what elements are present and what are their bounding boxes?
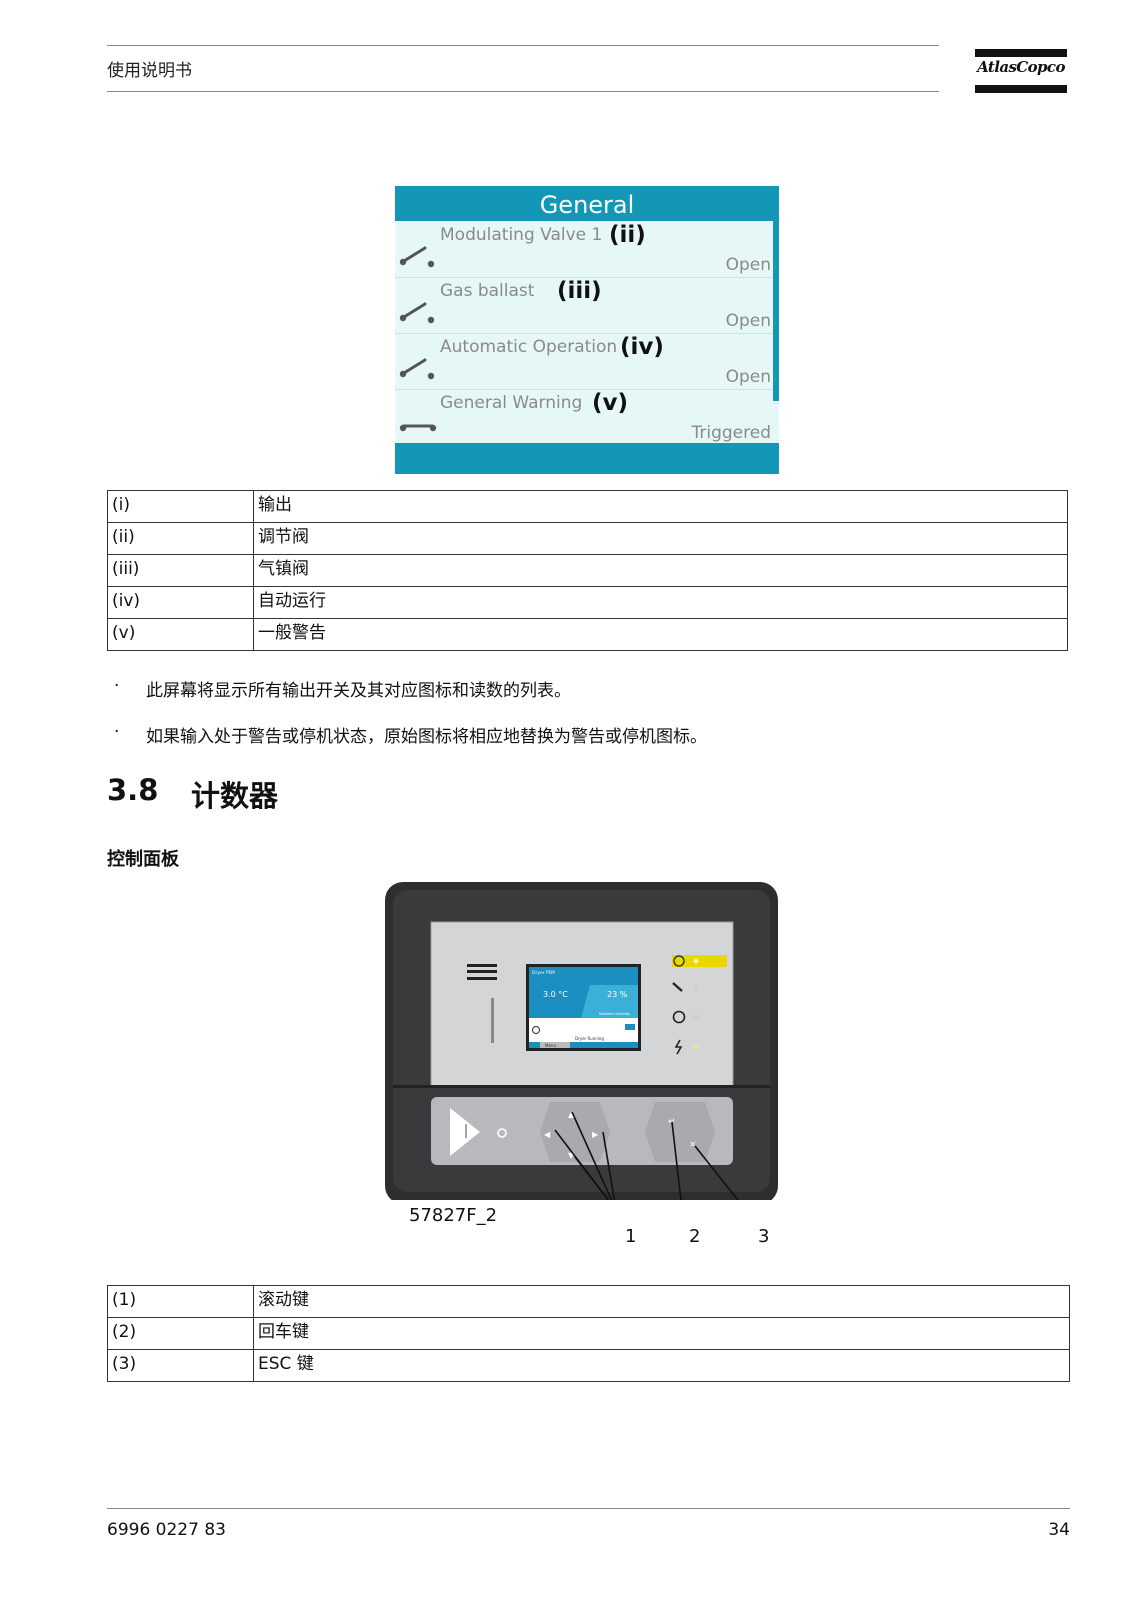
svg-text:▼: ▼ — [568, 1151, 575, 1160]
subheading-control-panel: 控制面板 — [107, 849, 179, 870]
table-row: (ii)调节阀 — [107, 522, 1068, 555]
general-screen-figure: General Modulating Valve 1 (ii) Open Gas… — [395, 186, 779, 474]
switch-open-icon — [399, 246, 435, 268]
svg-text:↵: ↵ — [668, 1117, 676, 1127]
footer-page-number: 34 — [1048, 1520, 1070, 1540]
table-row: (3)ESC 键 — [107, 1349, 1070, 1382]
atlas-copco-logo: AtlasCopco — [975, 49, 1067, 93]
screen-row: General Warning (v) Triggered — [395, 390, 773, 445]
row-marker: (ii) — [609, 222, 646, 248]
screen-row: Automatic Operation (iv) Open — [395, 334, 773, 390]
svg-text:3.0 °C: 3.0 °C — [543, 990, 568, 999]
table-row: (v)一般警告 — [107, 618, 1068, 651]
legend-table-outputs: (i)输出 (ii)调节阀 (iii)气镇阀 (iv)自动运行 (v)一般警告 — [107, 490, 1068, 651]
svg-text:23 %: 23 % — [607, 990, 628, 999]
screen-scrollbar — [773, 221, 779, 401]
screen-bottom-bar — [395, 443, 779, 474]
row-marker: (v) — [592, 390, 629, 416]
table-row: (1)滚动键 — [107, 1285, 1070, 1318]
svg-text:Menu: Menu — [545, 1043, 556, 1048]
callout-2: 2 — [689, 1226, 701, 1247]
svg-text:▲: ▲ — [568, 1110, 575, 1119]
callout-3: 3 — [758, 1226, 770, 1247]
row-marker: (iii) — [557, 278, 602, 304]
screen-row: Modulating Valve 1 (ii) Open — [395, 222, 773, 278]
callout-1: 1 — [625, 1226, 637, 1247]
footer-rule — [107, 1508, 1070, 1509]
switch-open-icon — [399, 358, 435, 380]
control-panel-figure: Dryer PDP 3.0 °C 23 % Relative Humidity … — [385, 882, 778, 1200]
svg-text:×: × — [689, 1140, 697, 1150]
screen-title: General — [395, 186, 779, 221]
svg-text:Relative Humidity: Relative Humidity — [599, 1012, 630, 1016]
screen-row: Gas ballast (iii) Open — [395, 278, 773, 334]
header-rule-top — [107, 45, 939, 46]
table-row: (iv)自动运行 — [107, 586, 1068, 619]
header-title: 使用说明书 — [107, 61, 192, 81]
legend-table-keys: (1)滚动键 (2)回车键 (3)ESC 键 — [107, 1285, 1070, 1382]
table-row: (2)回车键 — [107, 1317, 1070, 1350]
header-rule-bottom — [107, 91, 939, 92]
footer-doc-number: 6996 0227 83 — [107, 1520, 226, 1540]
svg-text:▶: ▶ — [592, 1130, 599, 1139]
row-marker: (iv) — [620, 334, 664, 360]
switch-closed-icon — [399, 424, 437, 432]
svg-text:◀: ◀ — [544, 1130, 551, 1139]
svg-text:Dryer PDP: Dryer PDP — [532, 970, 555, 976]
table-row: (i)输出 — [107, 490, 1068, 523]
svg-text:Dryer Running: Dryer Running — [575, 1036, 604, 1041]
figure-code: 57827F_2 — [409, 1205, 498, 1226]
table-row: (iii)气镇阀 — [107, 554, 1068, 587]
switch-open-icon — [399, 302, 435, 324]
